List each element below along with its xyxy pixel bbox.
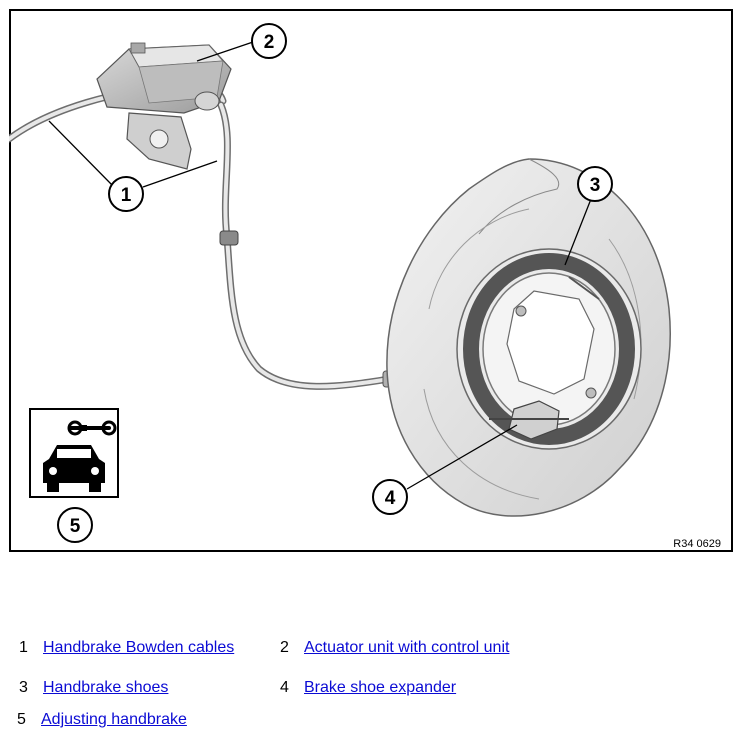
link-handbrake-shoes[interactable]: Handbrake shoes xyxy=(43,679,169,696)
figure-code: R34 0629 xyxy=(673,538,721,550)
actuator-unit xyxy=(96,42,232,170)
callout-2-label: 2 xyxy=(264,32,275,53)
callout-5: 5 xyxy=(57,507,93,543)
link-adjusting-handbrake[interactable]: Adjusting handbrake xyxy=(41,711,187,728)
handbrake-shoes xyxy=(463,253,635,445)
link-actuator-unit[interactable]: Actuator unit with control unit xyxy=(304,639,510,656)
callout-1-label: 1 xyxy=(121,185,132,206)
car-icon xyxy=(43,445,105,492)
link-brake-shoe-expander[interactable]: Brake shoe expander xyxy=(304,679,457,696)
leader-3 xyxy=(564,198,592,266)
callout-5-label: 5 xyxy=(70,516,81,537)
brake-shoe-expander xyxy=(489,400,569,440)
legend-item: 4 Brake shoe expander xyxy=(280,678,456,698)
legend: 1 Handbrake Bowden cables 2 Actuator unit … xyxy=(0,630,742,730)
legend-number: 1 xyxy=(19,639,28,656)
legend-item: 1 Handbrake Bowden cables xyxy=(19,638,234,658)
callout-3: 3 xyxy=(577,166,613,202)
legend-item: 2 Actuator unit with control unit xyxy=(280,638,509,658)
diagram-figure: 1 2 3 4 5 R34 0629 xyxy=(9,9,733,552)
leader-1a xyxy=(48,120,115,188)
link-handbrake-bowden-cables[interactable]: Handbrake Bowden cables xyxy=(43,639,235,656)
legend-number: 5 xyxy=(17,711,26,728)
leader-lines xyxy=(48,41,592,490)
callout-1: 1 xyxy=(108,176,144,212)
callout-3-label: 3 xyxy=(590,175,601,196)
callout-2: 2 xyxy=(251,23,287,59)
leader-1b xyxy=(142,160,218,188)
callout-4: 4 xyxy=(372,479,408,515)
legend-item: 5 Adjusting handbrake xyxy=(17,710,187,730)
leader-4 xyxy=(406,424,518,490)
legend-number: 4 xyxy=(280,679,289,696)
legend-number: 2 xyxy=(280,639,289,656)
leader-2 xyxy=(196,41,254,62)
wrench-icon xyxy=(67,420,117,436)
callout-4-label: 4 xyxy=(385,488,396,509)
legend-item: 3 Handbrake shoes xyxy=(19,678,168,698)
service-icon-box xyxy=(29,408,119,498)
legend-number: 3 xyxy=(19,679,28,696)
